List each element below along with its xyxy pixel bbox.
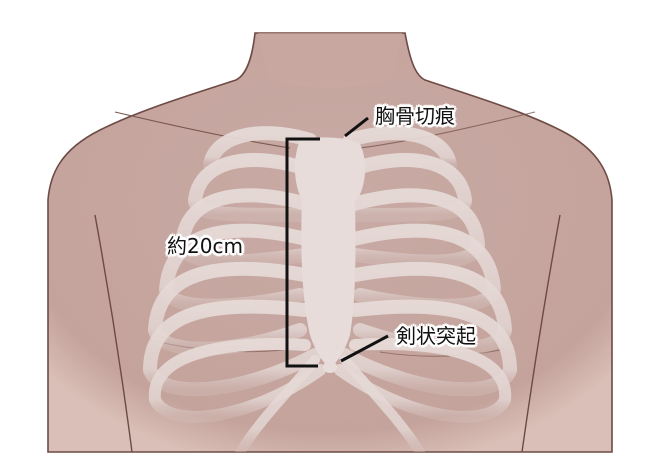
sternal-notch-leader: [344, 116, 369, 138]
label-sternal-notch: 胸骨切痕: [375, 104, 455, 128]
xiphoid-leader: [340, 334, 389, 363]
length-bracket: [285, 137, 320, 368]
label-length: 約20cm: [167, 234, 243, 258]
rib-cage: [142, 126, 518, 452]
label-xiphoid-process: 剣状突起: [396, 324, 476, 348]
xiphoid-process: [323, 361, 337, 373]
sternum: [294, 137, 366, 373]
